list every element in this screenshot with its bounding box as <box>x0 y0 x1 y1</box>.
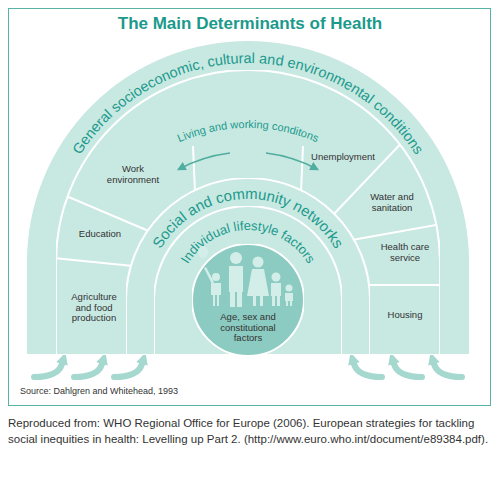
sector-divider <box>301 146 303 192</box>
sector-label: Education <box>73 228 127 241</box>
title-wrap: The Main Determinants of Health <box>0 14 500 34</box>
sector-box: Health care service <box>375 241 435 265</box>
figure-head <box>253 257 264 268</box>
core-circle-outline <box>192 244 304 355</box>
figure-head <box>272 273 281 282</box>
figure-body <box>211 283 221 306</box>
figure-body <box>271 283 281 306</box>
caption-wrap: Reproduced from: WHO Regional Office for… <box>8 416 492 447</box>
source-note: Source: Dahlgren and Whitehead, 1993 <box>20 386 178 396</box>
sector-box: Housing <box>380 309 430 322</box>
sector-divider <box>352 219 440 240</box>
spread-arrow <box>266 153 317 169</box>
sector-box: Agriculture and food production <box>65 291 123 326</box>
sector-box: Water and sanitation <box>365 191 419 215</box>
core-circle: Age, sex and constitutional factors <box>192 244 304 355</box>
band-title: Living and working conditons <box>175 118 321 144</box>
sector-label: Unemployment <box>308 151 378 164</box>
figure-head <box>212 273 220 281</box>
lifestyle-band-outline <box>154 206 342 355</box>
feedback-arrows <box>34 364 462 377</box>
figure-body <box>247 269 269 306</box>
sector-divider <box>193 146 195 192</box>
sector-box: Unemployment <box>308 151 378 164</box>
figure-body <box>204 267 214 284</box>
sector-divider <box>56 256 133 266</box>
sector-box: Education <box>73 228 127 241</box>
sector-label: Agriculture and food production <box>65 291 123 326</box>
spread-arrows <box>179 153 318 169</box>
social-band: Social and community networksIndividual … <box>126 178 370 355</box>
sector-label: Housing <box>380 309 430 322</box>
label-wrap: Source: Dahlgren and Whitehead, 1993 <box>20 386 178 396</box>
core-label: Age, sex and constitutional factors <box>209 311 287 346</box>
figure-head <box>230 252 242 264</box>
sector-label: Work environment <box>102 163 164 187</box>
living-band: Living and working conditonsAgriculture … <box>56 70 440 355</box>
figure-head <box>286 285 293 292</box>
outer-band-outline <box>26 40 470 355</box>
living-band-outline <box>56 70 440 355</box>
people-figures <box>198 246 293 307</box>
diagram-title: The Main Determinants of Health <box>0 14 500 34</box>
figure-body <box>198 246 208 258</box>
sector-label: Health care service <box>375 241 435 265</box>
figure-caption: Reproduced from: WHO Regional Office for… <box>8 416 492 447</box>
sector-box: Work environment <box>102 163 164 187</box>
lifestyle-band: Individual lifestyle factorsAge, sex and… <box>154 206 342 355</box>
figure-body <box>229 266 243 307</box>
social-band-outline <box>126 178 370 355</box>
sector-divider <box>56 187 151 232</box>
outer-band: General socioeconomic, cultural and envi… <box>26 40 470 355</box>
frame-border <box>9 9 491 406</box>
sector-divider <box>368 284 440 286</box>
spread-arrow <box>179 153 230 169</box>
figure-body <box>285 293 293 306</box>
sector-label: Water and sanitation <box>365 191 419 215</box>
